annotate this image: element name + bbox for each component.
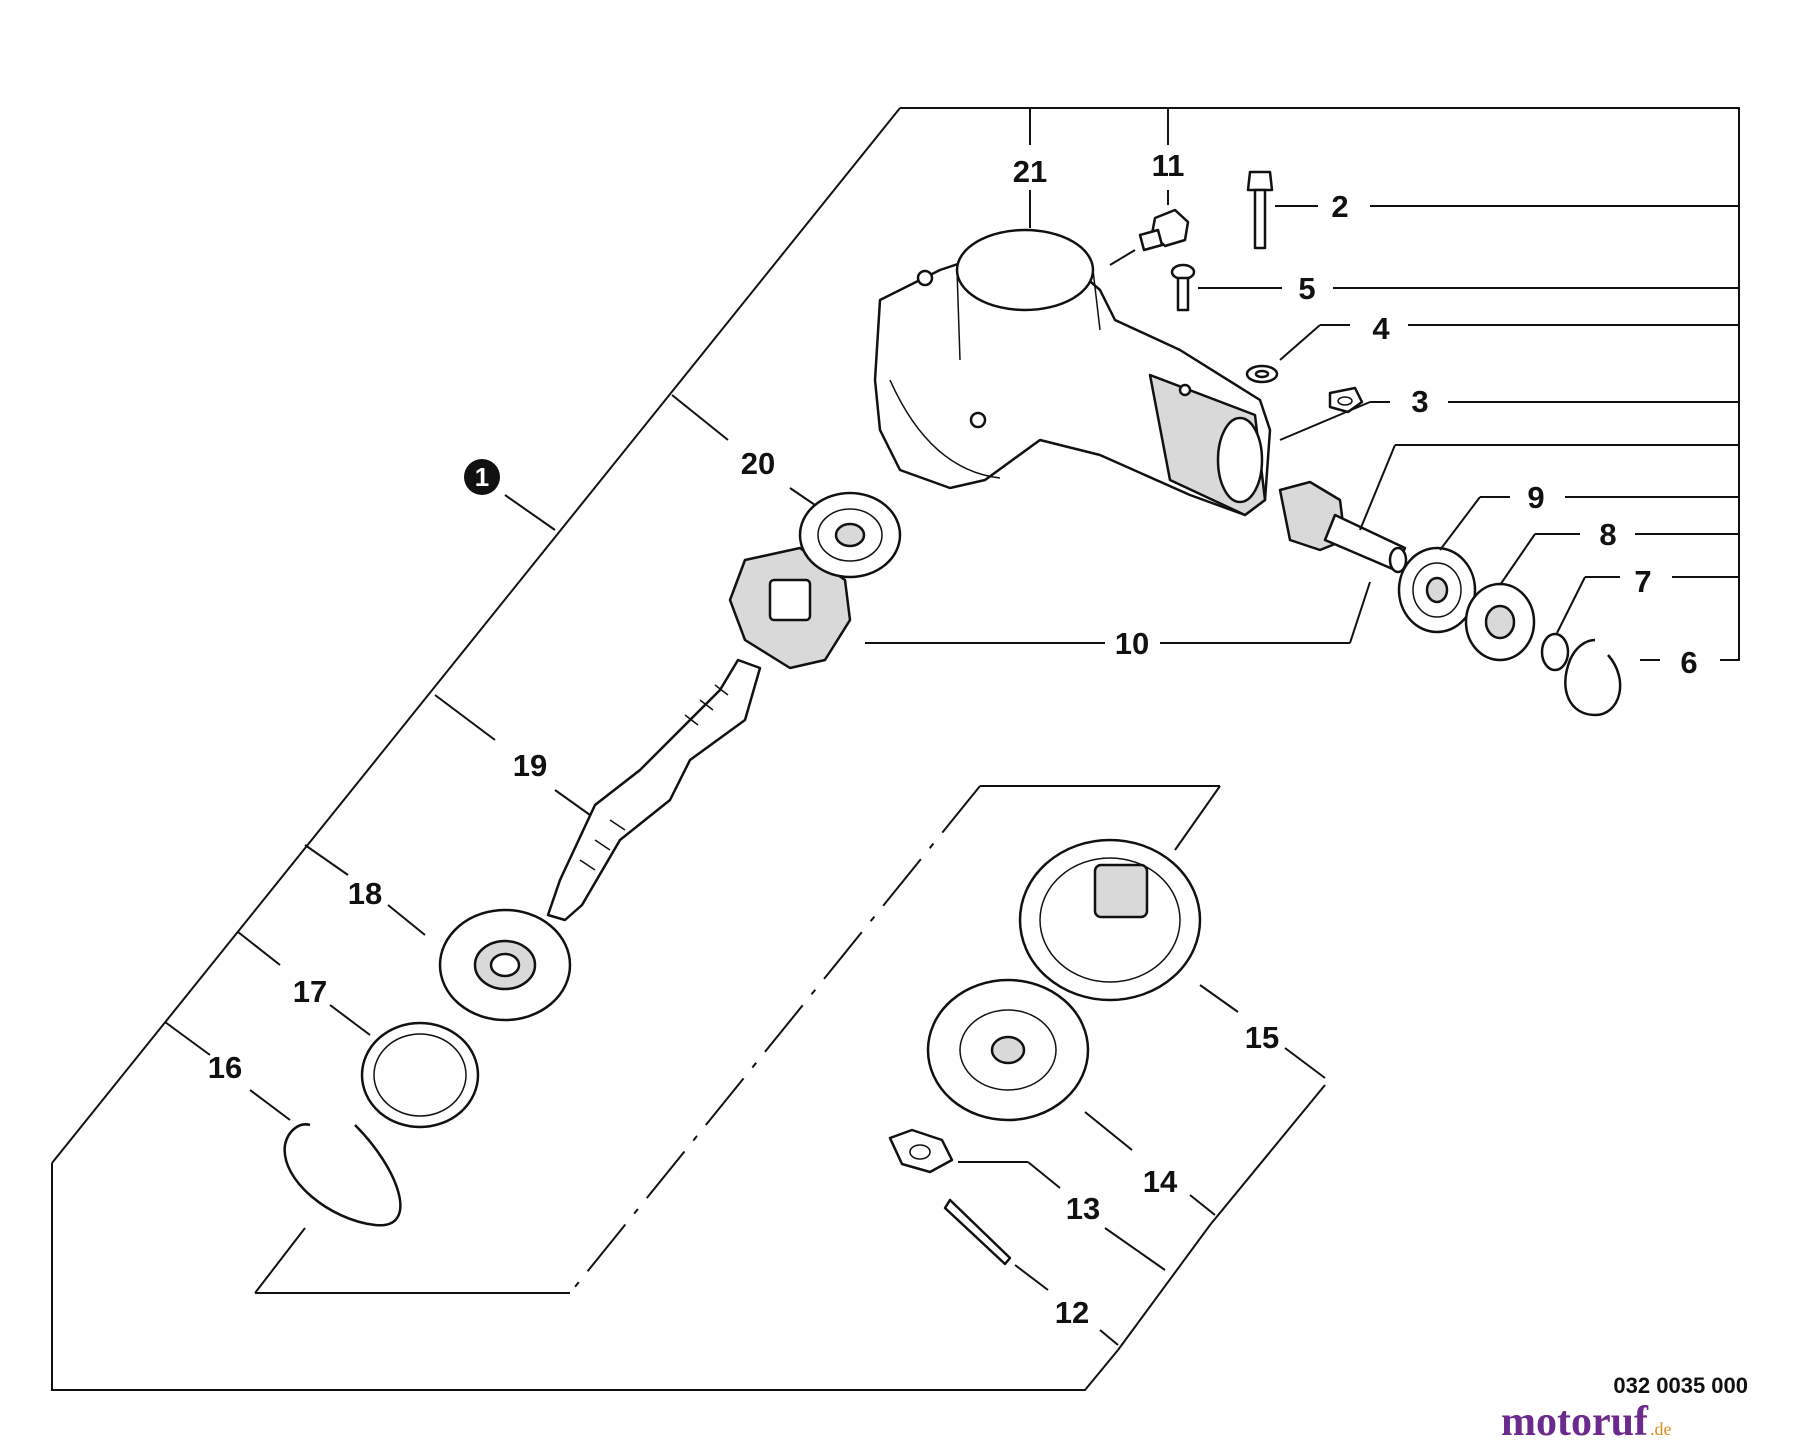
callout-13: 13 [1066,1191,1100,1226]
bearing-part-8 [1464,582,1536,662]
callout-20: 20 [741,446,775,481]
circlip-part-6 [1564,638,1622,717]
callout-16: 16 [208,1050,242,1085]
watermark-logo: motoruf .de [1501,1399,1671,1444]
callout-18: 18 [348,876,382,911]
callout-21: 21 [1013,154,1047,189]
sub-assembly-frame [254,785,1326,1351]
callout-9: 9 [1527,480,1544,515]
leader-lines [164,108,1739,1346]
circlip-part-7 [1540,632,1570,672]
spline-shaft-part [546,658,762,922]
gear-housing-part [873,228,1272,517]
plate-part-3 [1328,386,1364,414]
bearing-part-9 [1397,546,1477,634]
callout-14: 14 [1143,1164,1178,1199]
callout-5: 5 [1298,271,1315,306]
assembly-marker-badge [464,459,500,495]
retaining-plate-part [360,1021,480,1129]
callout-15: 15 [1245,1020,1279,1055]
assembly-frame [51,107,1740,1391]
cup-part-15 [1018,838,1202,1002]
holder-plate-part [926,978,1090,1122]
bearing-part-20 [798,491,902,579]
document-code: 032 0035 000 [1613,1373,1748,1398]
assembly-marker-label: 1 [475,462,489,492]
callout-10: 10 [1115,626,1149,661]
callout-11: 11 [1152,148,1185,183]
washer-part-4 [1245,364,1279,384]
watermark-main: motoruf [1501,1399,1649,1444]
bearing-part-18 [438,908,572,1022]
screw-part-5 [1170,263,1196,312]
callout-2: 2 [1331,189,1348,224]
callout-12: 12 [1055,1295,1089,1330]
bevel-pinion-part [1278,480,1408,574]
callout-19: 19 [513,748,547,783]
callout-4: 4 [1372,311,1390,346]
cotter-pin-part [943,1198,1012,1266]
watermark-suffix: .de [1650,1419,1672,1439]
callout-6: 6 [1680,645,1697,680]
nut-part-13 [888,1128,954,1174]
callout-17: 17 [293,974,327,1009]
bolt-part-11 [1138,208,1190,252]
callouts: 1 21 11 2 5 4 3 9 8 7 6 10 20 19 18 17 1… [208,148,1698,1330]
bolt-part-2 [1246,170,1274,250]
callout-8: 8 [1599,517,1616,552]
callout-3: 3 [1411,384,1428,419]
callout-7: 7 [1634,564,1651,599]
circlip-part-16 [283,1123,402,1227]
